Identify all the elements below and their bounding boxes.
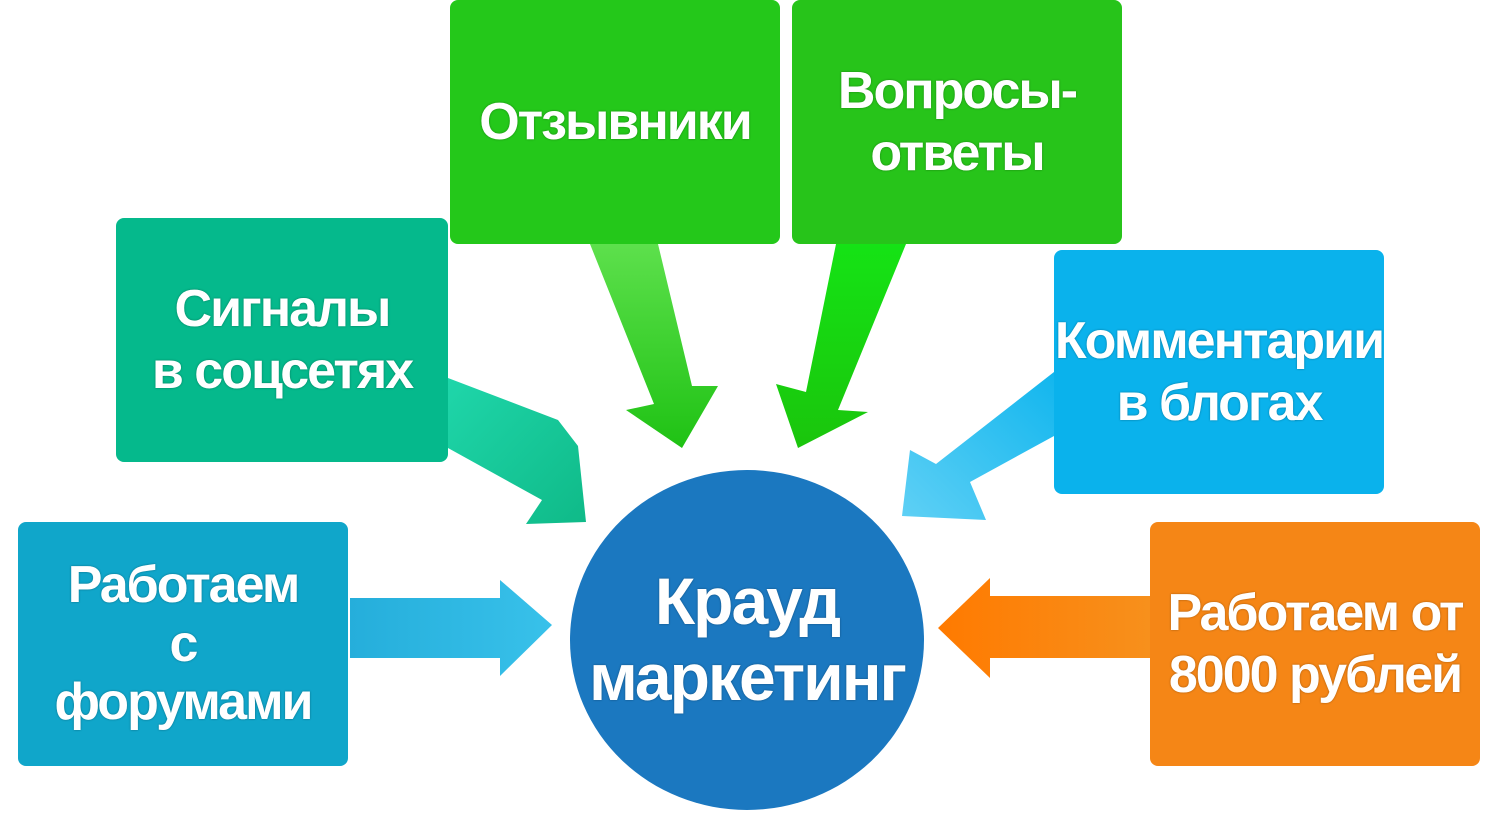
node-forums-line1: Работаем — [67, 555, 301, 614]
arrow-down-left-icon — [902, 372, 1054, 520]
node-social-signals: Сигналы в соцсетях — [116, 218, 448, 462]
node-forums: Работаем с форумами — [18, 522, 348, 766]
arrow-right-icon — [350, 580, 552, 676]
node-blogs-line1: Комментарии — [1054, 311, 1385, 370]
center-node-crowd-marketing: Крауд маркетинг — [570, 470, 924, 810]
arrow-left-icon — [938, 578, 1150, 678]
arrow-down-icon — [776, 244, 906, 448]
node-qa-line1: Вопросы- — [837, 61, 1078, 120]
center-line2: маркетинг — [588, 640, 907, 714]
node-reviews-line1: Отзывники — [479, 92, 753, 151]
node-price-line2: 8000 рублей — [1168, 646, 1463, 704]
arrow-down-right-icon — [448, 378, 586, 524]
node-price-line1: Работаем от — [1167, 583, 1465, 642]
node-forums-line3: форумами — [54, 673, 313, 732]
node-reviews: Отзывники — [450, 0, 780, 244]
node-social-line1: Сигналы — [174, 279, 392, 338]
node-qa-line2: ответы — [870, 124, 1045, 182]
node-forums-line2: с — [169, 614, 199, 673]
node-questions-answers: Вопросы- ответы — [792, 0, 1122, 244]
node-social-line2: в соцсетях — [151, 342, 414, 400]
node-blog-comments: Комментарии в блогах — [1054, 250, 1385, 494]
node-price: Работаем от 8000 рублей — [1150, 522, 1480, 766]
arrow-down-icon — [590, 244, 718, 448]
center-line1: Крауд — [654, 564, 841, 639]
node-blogs-line2: в блогах — [1116, 374, 1324, 432]
